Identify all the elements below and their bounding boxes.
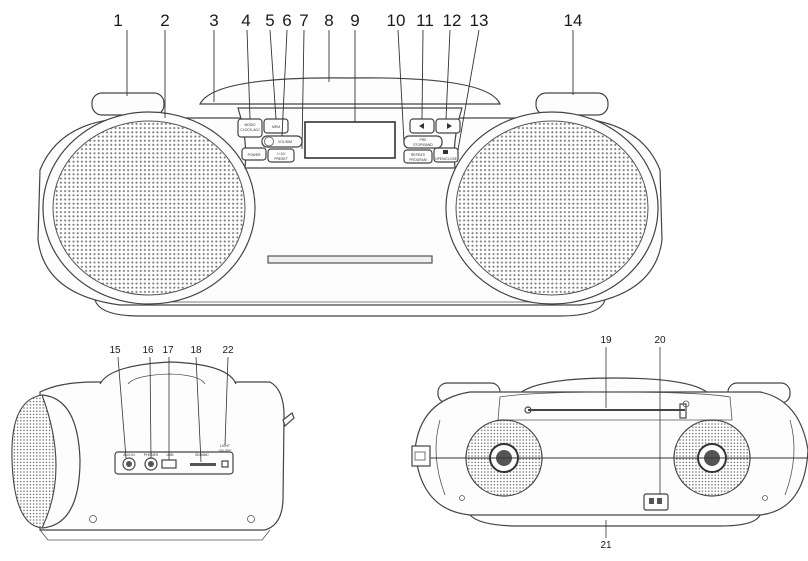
left-speaker-grille xyxy=(52,120,246,296)
open-close-label: OPEN/CLOSE xyxy=(435,157,458,161)
right-speaker-grille xyxy=(455,120,649,296)
stop-band-label: PRE xyxy=(420,138,428,142)
repeat-button-label: REPEAT/ xyxy=(411,153,425,157)
callout-7: 7 xyxy=(299,11,308,30)
side-grille xyxy=(11,394,57,529)
right-button-cluster: PRE STOP/BAND REPEAT/ PROGRAM OPEN/CLOSE xyxy=(403,118,461,164)
aux-in-port[interactable] xyxy=(122,457,136,471)
callout-12: 12 xyxy=(443,11,462,30)
side-port-panel xyxy=(114,451,234,475)
sd-mmc-label: SD/MMC xyxy=(195,453,209,457)
side-view: AUX-IN PHONES USB SD/MMC LIGHT ON OFF 15… xyxy=(11,345,295,541)
mem-button-label: MEM xyxy=(272,125,280,129)
front-slot xyxy=(267,255,433,264)
ac-power-socket[interactable] xyxy=(643,493,669,511)
callout-18: 18 xyxy=(190,345,202,356)
stop-band-sub-label: STOP/BAND xyxy=(413,143,433,147)
light-on-off-label: ON OFF xyxy=(219,449,232,453)
front-view: MODE/ CLOCK-ADJ MEM VOL/DIM POWER +/-10/… xyxy=(37,11,663,317)
back-view: 19 20 21 xyxy=(411,335,808,551)
callout-19: 19 xyxy=(600,335,612,346)
callout-16: 16 xyxy=(142,345,154,356)
light-label: LIGHT xyxy=(220,444,230,448)
repeat-button-sub-label: PROGRAM xyxy=(409,158,427,162)
callout-22: 22 xyxy=(222,345,234,356)
callout-20: 20 xyxy=(654,335,666,346)
lcd-display xyxy=(304,121,396,159)
callout-9: 9 xyxy=(350,11,359,30)
callout-6: 6 xyxy=(282,11,291,30)
light-switch[interactable] xyxy=(221,460,229,468)
vol-dim-label: VOL/DIM xyxy=(278,140,292,144)
mode-button-sub-label: CLOCK-ADJ xyxy=(240,128,260,132)
back-leader-lines xyxy=(605,347,661,538)
usb-label: USB xyxy=(167,453,175,457)
callout-1: 1 xyxy=(113,11,122,30)
preset-button-sub-label: PRESET xyxy=(274,157,288,161)
front-callout-numbers: 1 2 3 4 5 6 7 8 9 10 11 12 13 14 xyxy=(113,11,582,30)
sd-card-slot[interactable] xyxy=(190,463,216,466)
mode-button-label: MODE/ xyxy=(244,123,255,127)
power-button-label: POWER xyxy=(248,153,261,157)
callout-5: 5 xyxy=(265,11,274,30)
cd-lid xyxy=(199,77,501,105)
callout-10: 10 xyxy=(387,11,406,30)
front-leader-lines xyxy=(126,29,574,151)
side-leader-lines xyxy=(117,356,229,463)
front-base xyxy=(94,299,606,317)
preset-button-label: +/-10/ xyxy=(277,152,286,156)
callout-21: 21 xyxy=(600,540,612,551)
callout-3: 3 xyxy=(209,11,218,30)
power-button[interactable] xyxy=(241,147,267,161)
callout-13: 13 xyxy=(470,11,489,30)
callout-11: 11 xyxy=(416,11,434,30)
callout-15: 15 xyxy=(109,345,121,356)
open-close-button[interactable] xyxy=(433,147,459,163)
preset-button[interactable] xyxy=(267,148,295,163)
callout-4: 4 xyxy=(241,11,250,30)
side-handle xyxy=(99,361,237,385)
callout-8: 8 xyxy=(324,11,333,30)
callout-14: 14 xyxy=(564,11,583,30)
callout-2: 2 xyxy=(160,11,169,30)
repeat-button[interactable] xyxy=(403,149,433,164)
aux-in-label: AUX-IN xyxy=(123,453,135,457)
callout-17: 17 xyxy=(162,345,174,356)
